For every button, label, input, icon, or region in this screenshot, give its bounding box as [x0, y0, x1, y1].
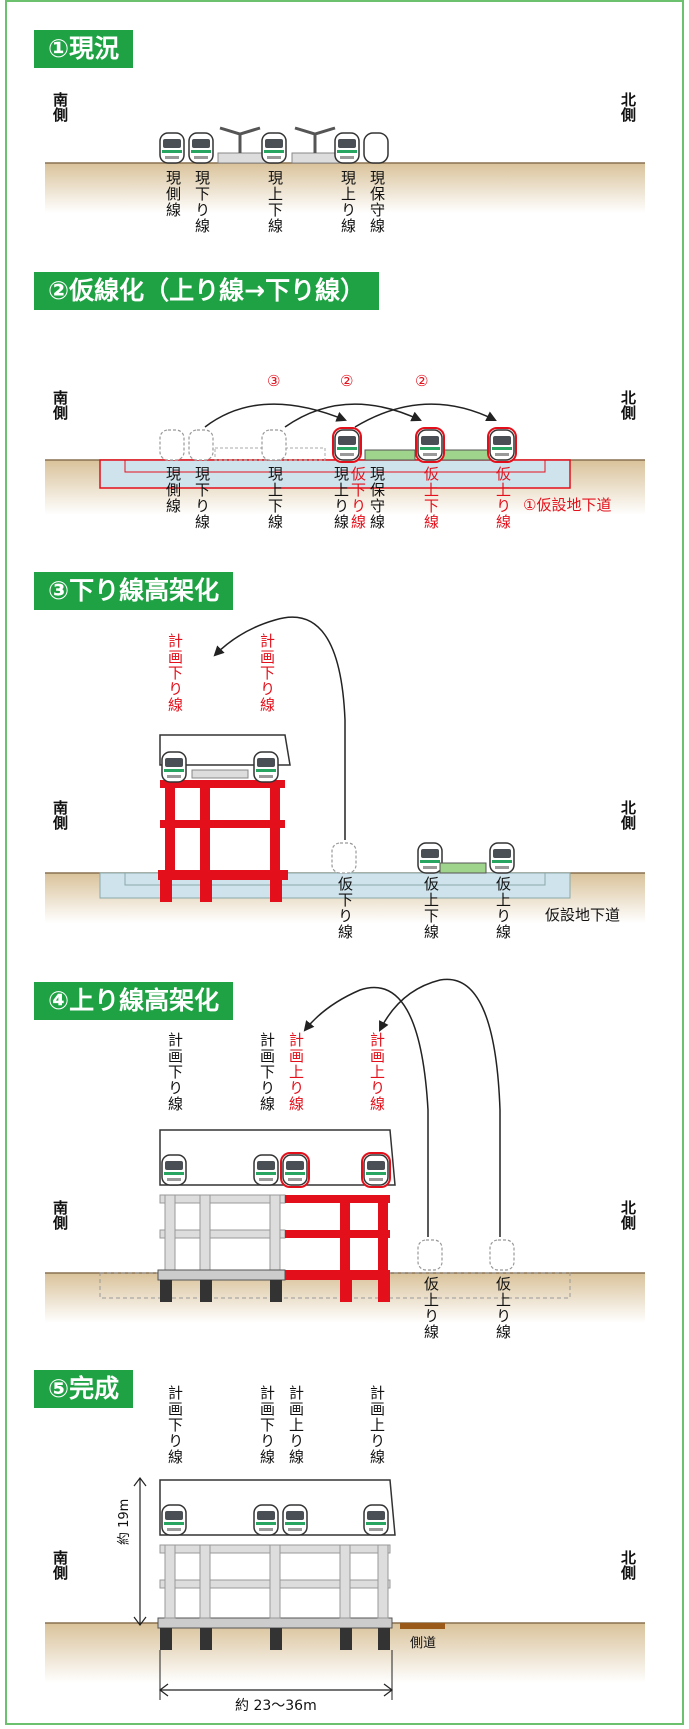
north-side-label: 北側 — [619, 390, 637, 420]
section-4-header: ④上り線高架化 — [34, 982, 234, 1020]
planned-track-label: 計画上り線 — [287, 1385, 305, 1465]
south-side-label: 南側 — [51, 1550, 69, 1580]
height-dimension-label: 約 19m — [117, 1498, 132, 1545]
track-label: 現保守線 — [368, 466, 386, 530]
track-label: 現下り線 — [193, 170, 211, 234]
section-1-drawing — [45, 126, 645, 213]
track-label: 現保守線 — [368, 170, 386, 234]
north-side-label: 北側 — [619, 1550, 637, 1580]
track-label: 現上り線 — [332, 466, 350, 530]
section-3-drawing — [45, 616, 645, 923]
north-side-label: 北側 — [619, 800, 637, 830]
south-side-label: 南側 — [51, 1200, 69, 1230]
section-2-drawing — [45, 403, 645, 515]
track-label: 現上下線 — [266, 170, 284, 234]
track-label: 仮上下線 — [422, 466, 440, 530]
south-side-label: 南側 — [51, 390, 69, 420]
planned-track-label: 計画上り線 — [368, 1385, 386, 1465]
south-side-label: 南側 — [51, 800, 69, 830]
planned-track-label: 計画下り線 — [166, 633, 184, 713]
planned-track-label: 計画下り線 — [166, 1385, 184, 1465]
sidewalk-label: 側道 — [410, 1636, 437, 1651]
planned-track-label: 計画下り線 — [258, 1032, 276, 1112]
planned-track-label: 計画上り線 — [287, 1032, 305, 1112]
section-5-header: ⑤完成 — [34, 1370, 134, 1408]
track-label: 仮上り線 — [494, 1276, 512, 1340]
section-5-drawing — [45, 1477, 645, 1700]
tunnel-label: 仮設地下道 — [545, 906, 621, 924]
step-mark: ② — [340, 372, 354, 390]
north-side-label: 北側 — [619, 92, 637, 122]
section-1-header: ①現況 — [34, 30, 134, 68]
step-mark: ③ — [267, 372, 281, 390]
section-4-drawing — [45, 978, 645, 1323]
section-3-header: ③下り線高架化 — [34, 572, 234, 610]
track-label: 仮上下線 — [422, 876, 440, 940]
planned-track-label: 計画上り線 — [368, 1032, 386, 1112]
section-2-header: ②仮線化（上り線→下り線） — [34, 272, 380, 310]
planned-track-label: 計画下り線 — [166, 1032, 184, 1112]
south-side-label: 南側 — [51, 92, 69, 122]
step-mark: ② — [415, 372, 429, 390]
planned-track-label: 計画下り線 — [258, 633, 276, 713]
track-label: 現側線 — [164, 466, 182, 514]
planned-track-label: 計画下り線 — [258, 1385, 276, 1465]
track-label: 仮上り線 — [494, 876, 512, 940]
track-label: 現下り線 — [193, 466, 211, 530]
track-label: 現上下線 — [266, 466, 284, 530]
track-label: 仮上り線 — [422, 1276, 440, 1340]
track-label: 現側線 — [164, 170, 182, 218]
width-dimension-label: 約 23〜36m — [235, 1698, 317, 1714]
track-label: 現上り線 — [339, 170, 357, 234]
track-label: 仮下り線 — [349, 466, 367, 530]
track-label: 仮上り線 — [494, 466, 512, 530]
north-side-label: 北側 — [619, 1200, 637, 1230]
tunnel-label: ①仮設地下道 — [523, 496, 612, 514]
track-label: 仮下り線 — [336, 876, 354, 940]
